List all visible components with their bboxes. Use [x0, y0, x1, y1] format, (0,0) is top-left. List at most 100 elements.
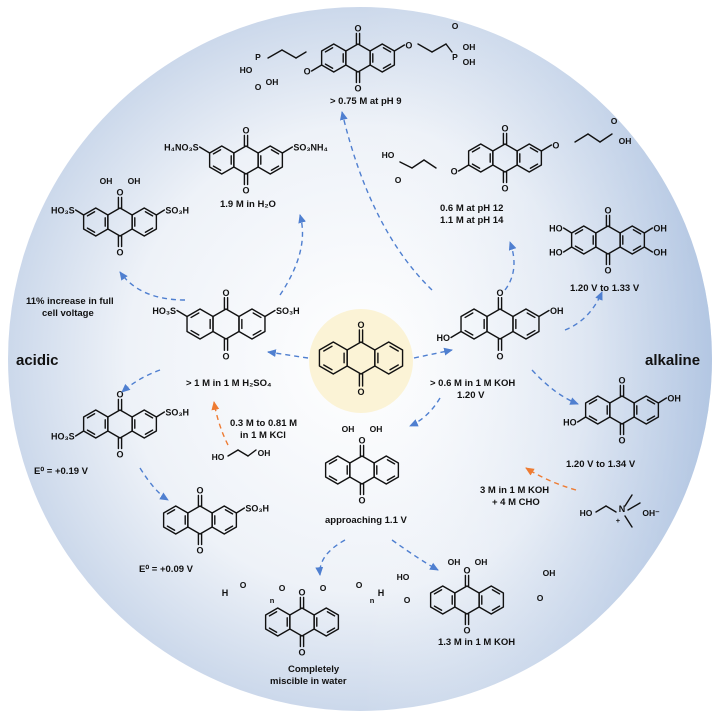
center-disk — [309, 309, 413, 413]
molecule-dihydroxy-disulfonic-oxygen-top: O — [116, 188, 123, 198]
atom-label: O — [356, 580, 363, 590]
molecule-tetrahydroxy-oxygen-bottom: O — [604, 266, 611, 276]
label-peg-2: miscible in water — [270, 676, 347, 687]
atom-label: OH — [543, 568, 556, 578]
label-voltage-2: cell voltage — [42, 308, 94, 319]
atom-label: OH — [653, 224, 667, 234]
molecule-dhaq18-oxygen-top: O — [358, 436, 365, 446]
atom-label: O — [304, 67, 311, 77]
molecule-aq26ds — [74, 398, 166, 450]
atom-label: SO₃H — [165, 408, 189, 418]
molecule-aqs-oxygen-bottom: O — [196, 546, 203, 556]
molecule-carboxy-oxygen-top: O — [501, 124, 508, 134]
atom-label: O — [451, 167, 458, 177]
atom-label: O — [537, 593, 544, 603]
atom-label: HO₃S — [51, 432, 75, 442]
atom-label: O — [279, 583, 286, 593]
atom-label: OH — [619, 136, 632, 146]
arrow-to-carboxy — [504, 241, 517, 291]
atom-label: OH — [667, 394, 681, 404]
atom-label: HO — [397, 572, 410, 582]
label-carboxy-2: 1.1 M at pH 14 — [440, 215, 504, 226]
label-dcdhaq: 1.3 M in 1 M KOH — [438, 637, 516, 648]
atom-label: OH — [100, 176, 113, 186]
molecule-carboxy — [399, 132, 613, 184]
atom-label: OH — [128, 176, 141, 186]
molecule-dimethyl-oxygen-bottom: O — [618, 436, 625, 446]
arrow-to-ammonium — [279, 214, 306, 296]
label-dhaq: > 0.6 M in 1 M KOH — [430, 378, 516, 389]
molecule-dhaq18-oxygen-bottom: O — [358, 496, 365, 506]
label-aqs: E⁰ = +0.09 V — [139, 564, 193, 575]
atom-label: HO — [580, 508, 593, 518]
label-dhaq18: approaching 1.1 V — [325, 515, 407, 526]
atom-label: n — [370, 596, 375, 605]
atom-label: HO — [549, 248, 563, 258]
atom-label: O — [611, 116, 618, 126]
acidic-label: acidic — [16, 352, 59, 369]
atom-label: HO₃S — [152, 306, 176, 316]
atom-label: OH — [266, 77, 279, 87]
label-voltage-1: 11% increase in full — [26, 296, 114, 307]
atom-label: H — [222, 588, 229, 598]
atom-label: H₄NO₃S — [164, 143, 198, 153]
molecule-dhaq18 — [324, 444, 400, 496]
atom-label: HO — [437, 333, 451, 343]
atom-label: OH — [342, 424, 355, 434]
atom-label: HO — [382, 150, 395, 160]
atom-label: O — [255, 82, 262, 92]
atom-label: OH — [550, 306, 564, 316]
molecule-phosphonate-oxygen-top: O — [354, 24, 361, 34]
arrow-to-aqds — [267, 349, 309, 359]
label-kcl-2: in 1 M KCl — [240, 430, 286, 441]
arrow-to-dcdhaq — [391, 539, 439, 571]
label-carboxy-1: 0.6 M at pH 12 — [440, 203, 504, 214]
molecule-aqds — [176, 297, 276, 351]
atom-label: N — [619, 504, 626, 514]
arrow-to-dihydroxy-disulfonic — [119, 271, 186, 301]
arrow-to-phosphonate — [339, 111, 433, 291]
molecule-dihydroxy-disulfonic — [74, 196, 166, 248]
molecule-aq26ds-oxygen-bottom: O — [116, 450, 123, 460]
atom-label: + — [616, 516, 621, 525]
label-phosphonate: > 0.75 M at pH 9 — [330, 96, 402, 107]
atom-label: OH — [370, 424, 383, 434]
arrow-to-dimethyl — [531, 369, 579, 405]
molecule-dimethyl — [576, 384, 668, 436]
atom-label: O — [452, 21, 459, 31]
label-dhaq-voltage: 1.20 V — [457, 390, 485, 401]
molecule-anthraquinone — [318, 329, 404, 387]
molecule-dimethyl-oxygen-top: O — [618, 376, 625, 386]
molecule-phosphonate — [267, 32, 453, 84]
molecule-ammonium-oxygen-top: O — [242, 126, 249, 136]
atom-label: OH — [463, 42, 476, 52]
atom-label: OH — [653, 248, 667, 258]
atom-label: HO — [240, 65, 253, 75]
arrow-to-tetrahydroxy — [564, 291, 603, 331]
atom-label: O — [240, 580, 247, 590]
molecule-peg — [264, 596, 340, 648]
atom-label: HO — [212, 452, 225, 462]
atom-label: n — [270, 596, 275, 605]
molecule-dhaq-oxygen-bottom: O — [496, 351, 503, 361]
molecule-aqds-oxygen-top: O — [222, 288, 229, 298]
label-tetrahydroxy: 1.20 V to 1.33 V — [570, 283, 640, 294]
arrow-to-aqs — [139, 467, 169, 501]
molecule-tetrahydroxy — [562, 214, 654, 266]
atom-label: O — [404, 595, 411, 605]
label-aqds: > 1 M in 1 M H₂SO₄ — [186, 378, 272, 389]
molecule-dihydroxy-disulfonic-oxygen-bottom: O — [116, 248, 123, 258]
molecule-dcdhaq — [429, 574, 505, 626]
atom-label: SO₃NH₄ — [293, 143, 327, 153]
atom-label: OH — [475, 557, 488, 567]
arrow-to-dhaq18 — [409, 397, 441, 427]
molecule-carboxy-oxygen-bottom: O — [501, 184, 508, 194]
label-aq26ds: E⁰ = +0.19 V — [34, 466, 88, 477]
molecule-anthraquinone-oxygen-top: O — [357, 320, 364, 330]
alkaline-shading — [360, 7, 712, 711]
atom-label: SO₃H — [276, 306, 300, 316]
molecule-tetrahydroxy-oxygen-top: O — [604, 206, 611, 216]
atom-label: O — [320, 583, 327, 593]
arrow-ethylene-glycol — [211, 401, 229, 446]
